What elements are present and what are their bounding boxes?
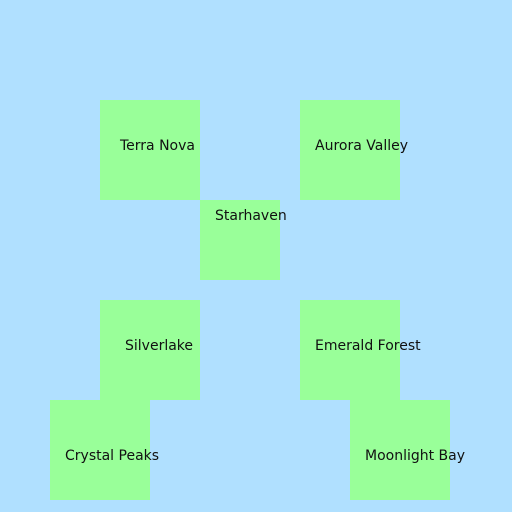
region-terra-nova[interactable]	[100, 100, 200, 200]
label-crystal-peaks: Crystal Peaks	[65, 448, 160, 464]
region-emerald-forest[interactable]	[300, 300, 400, 400]
label-starhaven: Starhaven	[215, 208, 287, 224]
label-silverlake: Silverlake	[125, 338, 194, 354]
label-aurora-valley: Aurora Valley	[315, 138, 408, 154]
region-crystal-peaks[interactable]	[50, 400, 150, 500]
region-silverlake[interactable]	[100, 300, 200, 400]
label-moonlight-bay: Moonlight Bay	[365, 448, 466, 464]
label-emerald-forest: Emerald Forest	[315, 338, 421, 354]
region-moonlight-bay[interactable]	[350, 400, 450, 500]
region-starhaven[interactable]	[200, 200, 280, 280]
region-aurora-valley[interactable]	[300, 100, 400, 200]
label-terra-nova: Terra Nova	[120, 138, 195, 154]
